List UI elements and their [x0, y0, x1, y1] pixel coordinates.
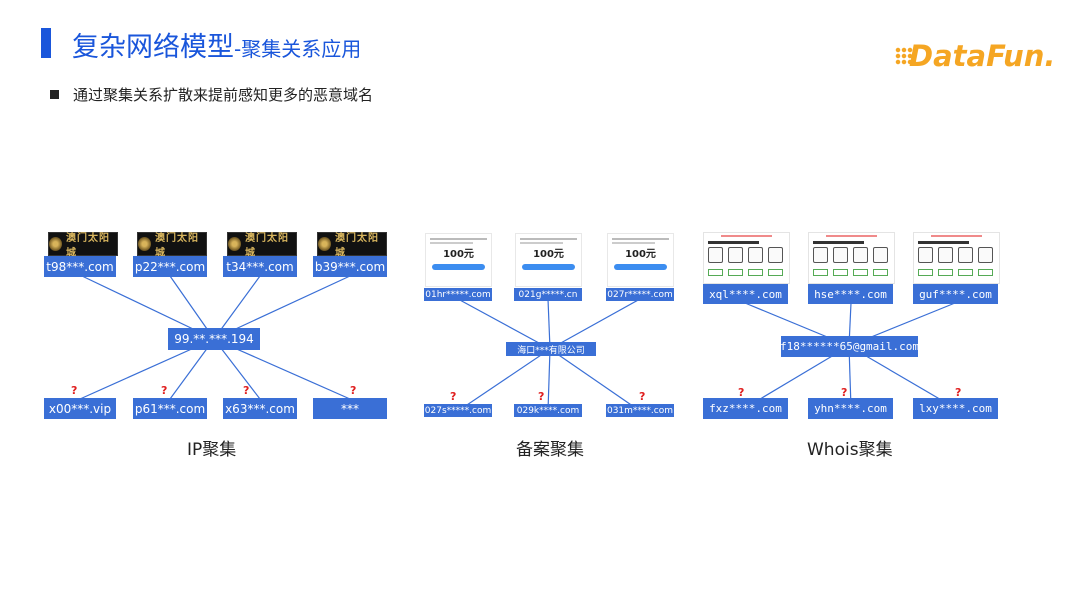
icp-top-node: 027r*****.com — [606, 288, 674, 301]
edge-line — [549, 348, 641, 412]
icp-center-node: 海口***有限公司 — [506, 342, 596, 356]
ip-bottom-node: p61***.com — [133, 398, 207, 419]
whois-cluster-caption: Whois聚集 — [807, 440, 893, 460]
question-mark: ? — [841, 386, 848, 399]
icp-bottom-node: 031m****.com — [606, 404, 674, 417]
ip-top-node: t34***.com — [223, 256, 297, 277]
question-mark: ? — [955, 386, 962, 399]
ip-top-node: b39***.com — [313, 256, 387, 277]
coupon-image: 100元 — [515, 233, 582, 287]
casino-logo-image: 澳门太阳城 — [317, 232, 387, 259]
question-mark: ? — [71, 384, 78, 397]
whois-center-node: f18******65@gmail.com — [781, 336, 918, 357]
question-mark: ? — [538, 390, 545, 403]
casino-text: 澳门太阳城 — [154, 233, 199, 259]
bullet-square-icon — [50, 90, 59, 99]
app-download-image — [808, 232, 895, 284]
question-mark: ? — [738, 386, 745, 399]
casino-text: 澳门太阳城 — [65, 233, 110, 259]
coupon-amount: 100元 — [443, 249, 474, 260]
ip-cluster-caption: IP聚集 — [187, 440, 237, 460]
emblem-icon — [228, 237, 241, 251]
whois-bottom-node: fxz****.com — [703, 398, 788, 419]
whois-bottom-node: lxy****.com — [913, 398, 998, 419]
question-mark: ? — [161, 384, 168, 397]
icp-bottom-node: 027s*****.com — [424, 404, 492, 417]
icp-top-node: 01hr*****.com — [424, 288, 492, 301]
logo-text: DataFun. — [909, 39, 1056, 73]
ip-top-node: p22***.com — [133, 256, 207, 277]
casino-logo-image: 澳门太阳城 — [227, 232, 297, 259]
casino-text: 澳门太阳城 — [334, 233, 379, 259]
edge-line — [547, 348, 551, 412]
question-mark: ? — [243, 384, 250, 397]
coupon-image: 100元 — [607, 233, 674, 287]
emblem-icon — [318, 237, 331, 251]
ip-bottom-node: x63***.com — [223, 398, 297, 419]
icp-bottom-node: 029k****.com — [514, 404, 582, 417]
edge-line — [457, 298, 551, 350]
whois-bottom-node: yhn****.com — [808, 398, 893, 419]
emblem-icon — [138, 237, 151, 251]
datafun-logo: DataFun. — [895, 39, 1055, 73]
casino-logo-image: 澳门太阳城 — [48, 232, 118, 259]
ip-top-node: t98***.com — [44, 256, 116, 277]
coupon-amount: 100元 — [625, 249, 656, 260]
ip-bottom-node: x00***.vip — [44, 398, 116, 419]
emblem-icon — [49, 237, 62, 251]
icp-top-node: 021g*****.cn — [514, 288, 582, 301]
whois-top-node: xql****.com — [703, 284, 788, 304]
edge-line — [549, 298, 641, 350]
logo-dots-icon — [895, 47, 913, 65]
coupon-image: 100元 — [425, 233, 492, 287]
edge-line — [457, 348, 551, 412]
casino-text: 澳门太阳城 — [244, 233, 289, 259]
title-accent-bar — [41, 28, 51, 58]
whois-top-node: hse****.com — [808, 284, 893, 304]
ip-center-node: 99.**.***.194 — [168, 328, 260, 350]
question-mark: ? — [450, 390, 457, 403]
app-download-image — [703, 232, 790, 284]
ip-bottom-node: *** — [313, 398, 387, 419]
edge-line — [547, 298, 551, 350]
question-mark: ? — [350, 384, 357, 397]
title-main: 复杂网络模型 — [72, 32, 234, 63]
coupon-amount: 100元 — [533, 249, 564, 260]
title-sub: -聚集关系应用 — [234, 37, 362, 61]
casino-logo-image: 澳门太阳城 — [137, 232, 207, 259]
page-title: 复杂网络模型-聚集关系应用 — [72, 25, 361, 64]
icp-cluster-caption: 备案聚集 — [516, 440, 584, 460]
app-download-image — [913, 232, 1000, 284]
question-mark: ? — [639, 390, 646, 403]
bullet-text: 通过聚集关系扩散来提前感知更多的恶意域名 — [73, 86, 374, 104]
whois-top-node: guf****.com — [913, 284, 998, 304]
